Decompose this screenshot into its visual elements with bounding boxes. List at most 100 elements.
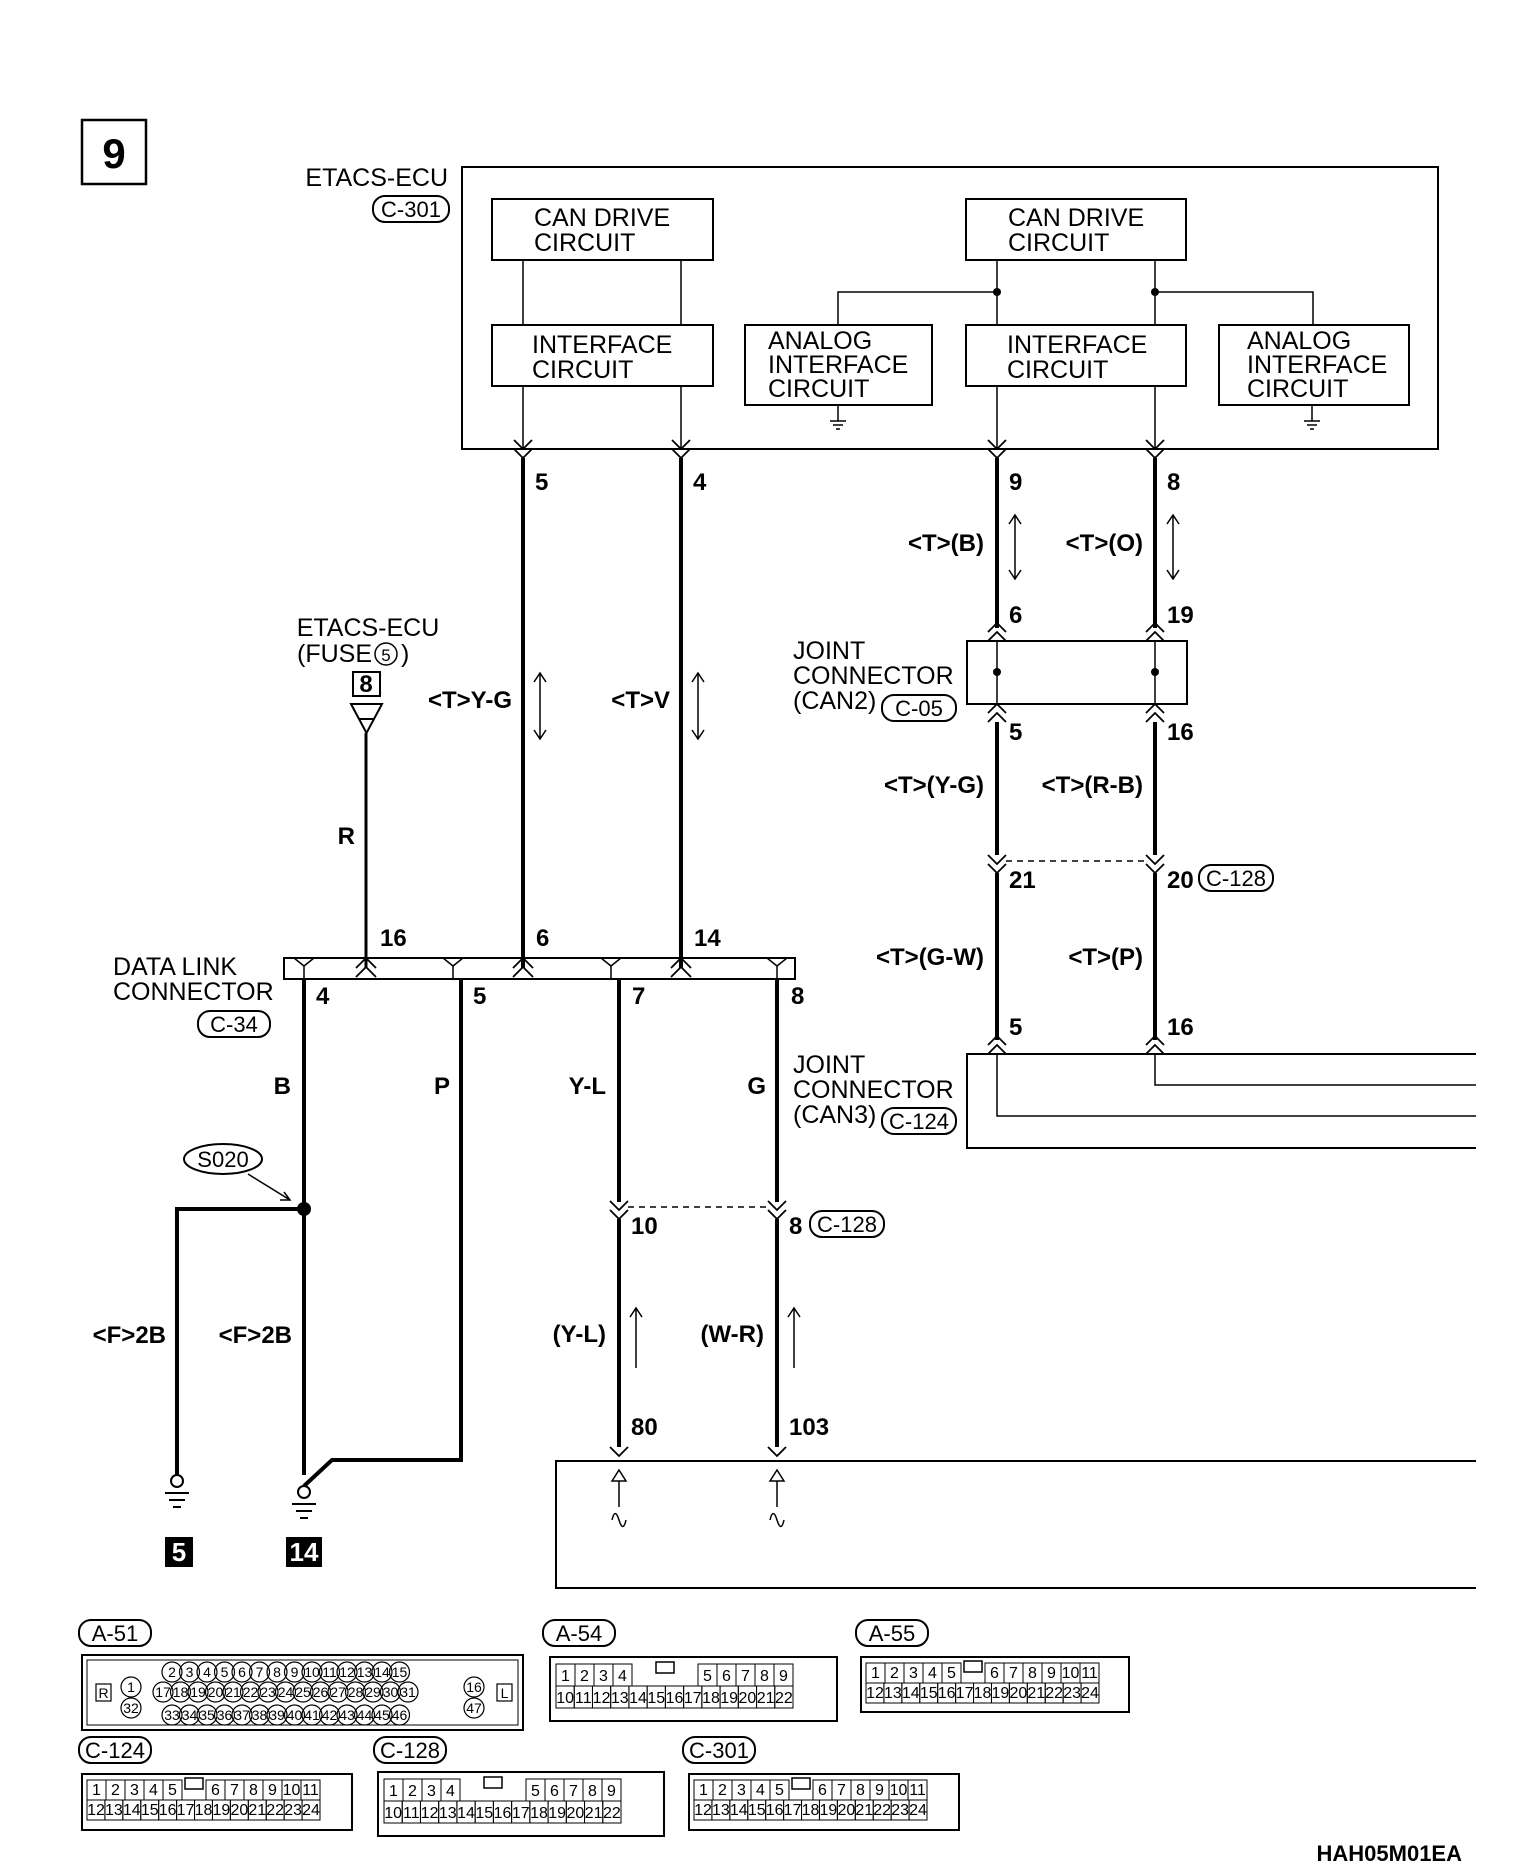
connector-pin: 8 [1028,1665,1037,1682]
connector-pin: 30 [383,1684,399,1700]
ground-14-badge [286,1537,322,1567]
fuse-terminal: 8 [359,671,372,698]
connector-pin: 1 [871,1665,880,1682]
connector-pin: 7 [741,1668,750,1685]
connector-pin: 21 [1027,1685,1045,1702]
connector-pin: 14 [457,1805,475,1822]
face-a55-badge [855,1619,929,1647]
face-a55-label: A-55 [869,1621,915,1646]
connector-pin: 22 [873,1802,891,1819]
pin-etacs-c: 9 [1009,469,1022,496]
connector-pin: 4 [756,1782,765,1799]
connector-pin: 21 [855,1802,873,1819]
fuse-number-circle [374,642,398,666]
connector-pin: 36 [217,1707,233,1723]
connector-pin: 3 [130,1782,139,1799]
pin-dlc-14: 14 [694,925,721,952]
connector-pin: 8 [249,1782,258,1799]
connector-pin: 14 [730,1802,748,1819]
pin-dlc-16: 16 [380,925,407,952]
connector-pin: 3 [427,1783,436,1800]
connector-pin: 47 [466,1700,482,1716]
face-c124-badge [78,1736,152,1764]
connector-pin: 15 [920,1685,938,1702]
connector-pin: 44 [357,1707,373,1723]
c128-lower-badge [809,1210,885,1238]
connector-pin: 7 [1009,1665,1018,1682]
connector-pin: 2 [168,1664,176,1680]
connector-pin: 16 [466,1679,482,1695]
connector-pin: 19 [190,1684,206,1700]
connector-pin: 8 [588,1783,597,1800]
connector-pin: 17 [512,1805,530,1822]
etacs-conn-label: C-301 [381,197,441,222]
lower-ecu-box [555,1460,1476,1589]
pin-j2-out-b: 16 [1167,719,1194,746]
connector-pin: 10 [304,1664,320,1680]
wire-label-gnd-a: <F>2B [93,1322,166,1349]
dlc-conn-label: C-34 [210,1012,258,1037]
connector-pin: 12 [694,1802,712,1819]
joint3-conn-label: C-124 [889,1109,949,1134]
connector-pin: 6 [818,1782,827,1799]
face-c301 [688,1773,960,1831]
pin-dlc-5: 5 [473,983,486,1010]
connector-pin: 35 [199,1707,215,1723]
connector-pin: 18 [702,1690,720,1707]
connector-pin: 21 [757,1690,775,1707]
connector-pin: R [98,1685,108,1701]
joint3-conn-badge [881,1107,957,1135]
connector-pin: 2 [890,1665,899,1682]
connector-pin: 20 [837,1802,855,1819]
connector-pin: 29 [365,1684,381,1700]
connector-pin: 17 [177,1802,195,1819]
fuse-sub-close: ) [401,640,409,668]
connector-pin: 15 [141,1802,159,1819]
connector-pin: 6 [238,1664,246,1680]
connector-pin: 23 [1063,1685,1081,1702]
can-drive-circuit-left [491,198,714,261]
connector-pin: 7 [256,1664,264,1680]
connector-pin: 11 [909,1782,926,1799]
connector-pin: 3 [599,1668,608,1685]
connector-pin: 27 [330,1684,346,1700]
pin-etacs-a: 5 [535,469,548,496]
page-number-box [80,118,148,186]
ground-5-label: 5 [172,1537,186,1567]
analog-interface-right [1218,324,1410,406]
pin-j3-b: 16 [1167,1014,1194,1041]
connector-pin: 16 [159,1802,177,1819]
connector-pin: 3 [909,1665,918,1682]
connector-pin: 20 [567,1805,585,1822]
pin-j2-in-b: 19 [1167,602,1194,629]
connector-pin: 14 [902,1685,920,1702]
connector-pin: 20 [230,1802,248,1819]
wire-ground-a [175,1207,304,1475]
connector-pin: 12 [339,1664,355,1680]
face-a51 [81,1654,524,1731]
connector-pin: 4 [203,1664,211,1680]
wire-dlc-p [302,979,463,1488]
pin-j2-out-a: 5 [1009,719,1022,746]
connector-pin: 20 [1009,1685,1027,1702]
connector-pin: 4 [149,1782,158,1799]
connector-pin: 15 [392,1664,408,1680]
connector-pin: L [501,1685,509,1701]
connector-pin: 9 [875,1782,884,1799]
wire-label-dlc-yl: Y-L [569,1073,606,1100]
connector-pin: 10 [384,1805,402,1822]
connector-pin: 16 [938,1685,956,1702]
connector-pin: 21 [585,1805,603,1822]
connector-pin: 28 [348,1684,364,1700]
connector-pin: 13 [712,1802,730,1819]
interface-circuit-right [965,324,1187,387]
c128-upper-badge [1198,864,1274,892]
connector-pin: 2 [580,1668,589,1685]
